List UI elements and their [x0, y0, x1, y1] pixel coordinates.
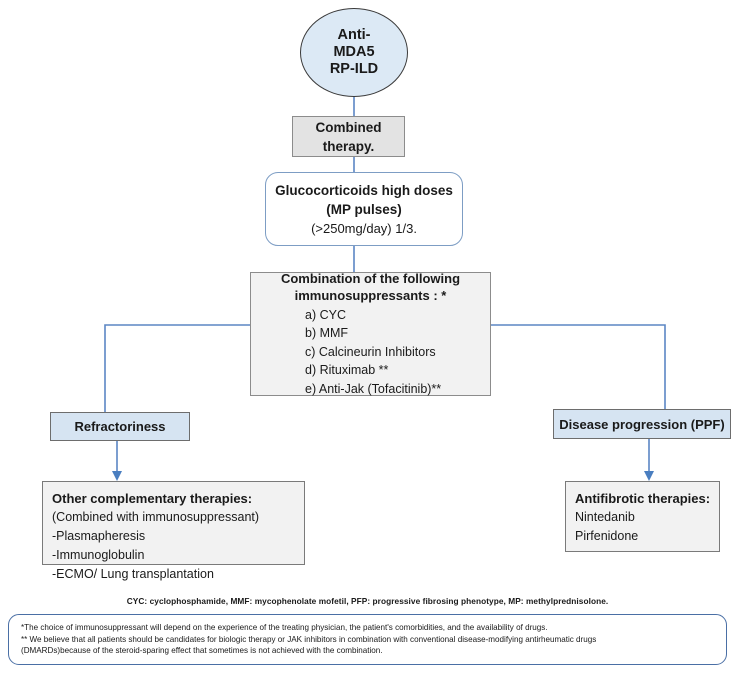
node-line: (>250mg/day) 1/3.: [311, 220, 417, 236]
node-line: Glucocorticoids high doses: [275, 182, 453, 198]
footnote-line-2: ** We believe that all patients should b…: [21, 634, 597, 644]
arrowhead-antifibrotic: [644, 471, 654, 481]
leaf-line: Nintedanib: [575, 510, 635, 524]
node-disease-progression[interactable]: Disease progression (PPF): [553, 409, 731, 439]
node-combined-therapy[interactable]: Combined therapy.: [292, 116, 405, 157]
list-item: b) MMF: [305, 326, 349, 341]
leaf-title: Antifibrotic therapies:: [575, 491, 711, 506]
footnote-line-1: *The choice of immunosuppressant will de…: [21, 623, 548, 632]
node-immunosuppressant-combination[interactable]: Combination of the following immunosuppr…: [250, 270, 491, 399]
node-anti-mda5-rp-ild[interactable]: Anti- MDA5 RP-ILD: [300, 8, 408, 97]
edge-combination-to-refractoriness: [104, 324, 250, 412]
footnote-line-3: (DMARDs)because of the steroid-sparing e…: [21, 646, 383, 656]
leaf-title: Other complementary therapies:: [52, 491, 253, 506]
combination-list: a) CYC b) MMF c) Calcineurin Inhibitors …: [251, 306, 490, 399]
node-line: immunosuppressants : *: [294, 288, 447, 304]
node-line: Combined: [315, 119, 382, 135]
list-item: d) Rituximab **: [305, 363, 389, 378]
edge-combination-to-progression: [491, 324, 666, 409]
abbreviations-caption: CYC: cyclophosphamide, MMF: mycophenolat…: [126, 596, 609, 606]
combination-heading: Combination of the following immunosuppr…: [251, 270, 490, 305]
node-line: therapy.: [322, 138, 375, 154]
footnote-panel: *The choice of immunosuppressant will de…: [8, 614, 727, 665]
list-item: e) Anti-Jak (Tofacitinib)**: [305, 381, 442, 396]
leaf-line: -Immunoglobulin: [52, 548, 145, 562]
leaf-line: -ECMO/ Lung transplantation: [52, 567, 214, 581]
node-antifibrotic-therapies[interactable]: Antifibrotic therapies: Nintedanib Pirfe…: [565, 481, 720, 552]
node-refractoriness[interactable]: Refractoriness: [50, 412, 190, 441]
leaf-line: -Plasmapheresis: [52, 529, 146, 543]
list-item: a) CYC: [305, 307, 346, 322]
leaf-line: (Combined with immunosuppressant): [52, 510, 260, 524]
node-line: Anti-: [337, 27, 371, 43]
node-complementary-therapies[interactable]: Other complementary therapies: (Combined…: [42, 481, 305, 581]
arrowhead-complementary: [112, 471, 122, 481]
node-label: Disease progression (PPF): [559, 416, 725, 432]
node-line: MDA5: [333, 44, 375, 60]
node-line: (MP pulses): [326, 201, 402, 217]
node-label: Refractoriness: [74, 419, 166, 434]
leaf-line: Pirfenidone: [575, 529, 639, 543]
node-glucocorticoids[interactable]: Glucocorticoids high doses (MP pulses) (…: [265, 172, 463, 246]
node-line: RP-ILD: [329, 61, 379, 77]
node-line: Combination of the following: [280, 270, 461, 286]
list-item: c) Calcineurin Inhibitors: [305, 344, 436, 359]
